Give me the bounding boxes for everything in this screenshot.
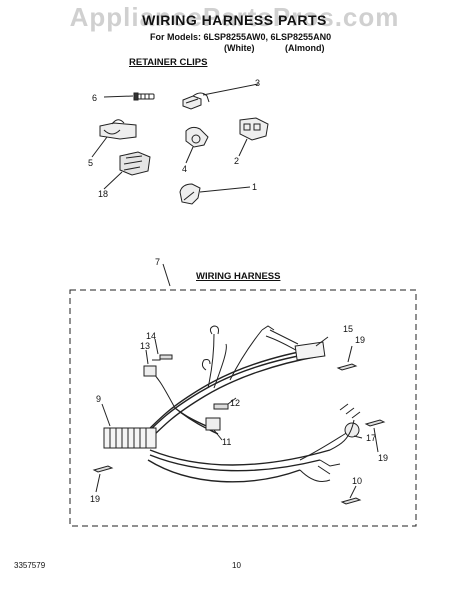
harness-trunk [139,347,331,483]
terminal-19-left [92,465,114,493]
terminal-19-right [364,419,386,453]
callout-5: 5 [88,158,93,168]
callout-11: 11 [222,437,231,447]
callout-15: 15 [343,324,353,334]
callout-13: 13 [140,341,150,351]
footer-doc-number: 3357579 [14,561,46,570]
page-title: WIRING HARNESS PARTS [142,12,327,28]
section-title-retainer-clips: RETAINER CLIPS [129,57,208,68]
part-4-clip [185,126,209,164]
callout-19-upper: 19 [355,335,365,345]
branch-13-14 [143,338,176,409]
connector-17 [299,403,363,483]
callout-6: 6 [92,93,97,103]
connector-11 [205,397,237,441]
section-title-wiring-harness: WIRING HARNESS [196,271,281,282]
callout-12: 12 [230,398,240,408]
callout-4: 4 [182,164,187,174]
variant-white: (White) [224,43,255,53]
watermark: AppliancePartsPros.com [69,2,400,32]
callout-19-left: 19 [90,494,100,504]
connector-9 [101,403,157,449]
callout-3: 3 [255,78,260,88]
terminal-10 [340,485,362,505]
part-2-clip [238,117,269,157]
footer-page-number: 10 [232,561,241,570]
callout-2: 2 [234,156,239,166]
callout-1: 1 [252,182,257,192]
wiring-harness-boundary [69,289,417,527]
part-3-clip [182,83,259,110]
callout-10: 10 [352,476,362,486]
part-1-clip [179,183,251,205]
models-line: For Models: 6LSP8255AW0, 6LSP8255AN0 [150,32,332,42]
callout-19-right: 19 [378,453,388,463]
part-6-screw [103,92,155,101]
callout-14: 14 [146,331,156,341]
callout-17: 17 [366,433,376,443]
connector-15 [265,329,329,361]
callout-18: 18 [98,189,108,199]
part-18-clip [103,151,151,190]
part-5-clip [91,119,137,158]
callout-7: 7 [155,257,160,267]
variant-almond: (Almond) [285,43,325,53]
upper-branches [201,325,275,389]
callout-9: 9 [96,394,101,404]
terminal-19-upper [336,345,358,371]
